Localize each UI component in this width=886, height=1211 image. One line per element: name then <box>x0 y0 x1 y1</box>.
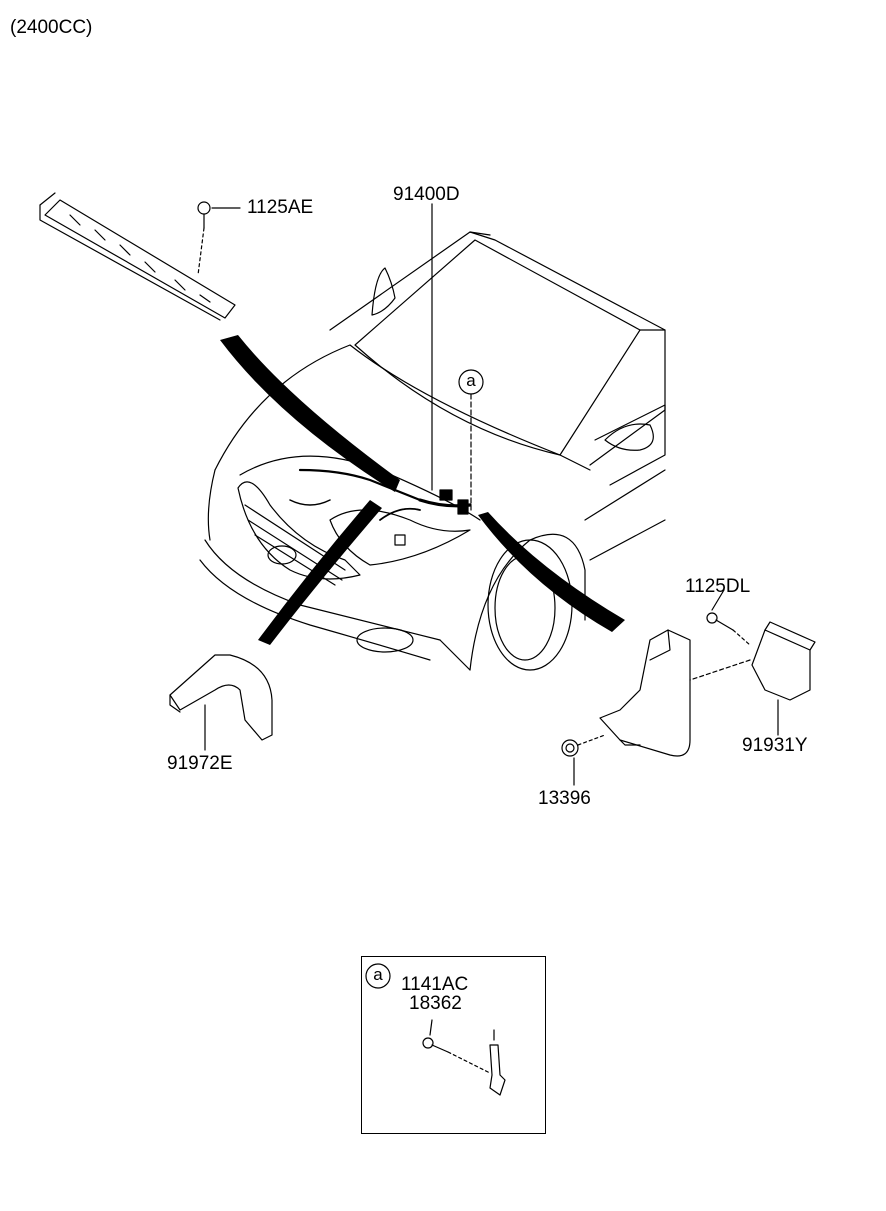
bolt-1125AE <box>197 201 241 276</box>
bracket-91972E <box>169 654 273 751</box>
part-label-1141AC[interactable]: 1141AC <box>401 974 469 995</box>
detail-a-ref-label: a <box>373 965 383 984</box>
part-label-13396[interactable]: 13396 <box>538 788 591 809</box>
bracket-assembly-right <box>561 589 816 786</box>
part-label-1125DL[interactable]: 1125DL <box>685 576 751 597</box>
detail-a-drawing <box>365 963 506 1096</box>
part-label-18362[interactable]: 18362 <box>409 993 462 1014</box>
part-label-91972E[interactable]: 91972E <box>167 753 233 774</box>
detail-a-box <box>361 956 546 1134</box>
part-label-1125AE[interactable]: 1125AE <box>247 197 314 218</box>
harness-protector-rail <box>39 192 236 321</box>
callout-a-label[interactable]: a <box>466 371 476 390</box>
pointer-swooshes <box>220 335 625 645</box>
part-label-91400D[interactable]: 91400D <box>393 184 460 205</box>
engine-spec-label: (2400CC) <box>10 17 93 38</box>
part-label-91931Y[interactable]: 91931Y <box>742 735 808 756</box>
